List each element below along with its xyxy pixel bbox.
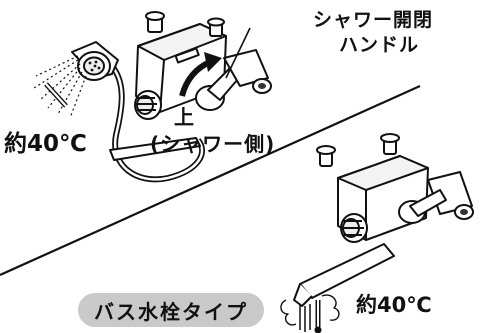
- shower-handle-label-line2: ハンドル: [339, 34, 420, 56]
- rotate-up-arrow: [179, 52, 222, 97]
- spout-temperature-label: 約40℃: [356, 293, 432, 317]
- thermometer-icon: [44, 82, 68, 108]
- bottom-faucet: [280, 133, 474, 333]
- shower-temperature-label: 約40℃: [4, 131, 87, 157]
- up-direction-label: 上: [174, 105, 194, 129]
- shower-handle-label: シャワー開閉 ハンドル: [313, 8, 433, 58]
- faucet-type-badge: バス水栓タイプ: [78, 293, 264, 327]
- shower-spray: [33, 55, 87, 119]
- callout-line: [225, 27, 251, 79]
- divider-line: [0, 84, 421, 277]
- top-faucet: [33, 11, 272, 183]
- spout-water: [299, 304, 311, 332]
- shower-head: [71, 41, 119, 81]
- thermometer-icon-bottom: [314, 300, 322, 333]
- temperature-knob: [134, 90, 162, 120]
- top-spout: [109, 137, 201, 161]
- top-fittings: [145, 11, 225, 37]
- bottom-top-fittings: [316, 133, 400, 167]
- shower-side-label: (シャワー側): [150, 132, 276, 156]
- steam-icon: [280, 294, 340, 326]
- shower-handle-label-line1: シャワー開閉: [313, 9, 434, 31]
